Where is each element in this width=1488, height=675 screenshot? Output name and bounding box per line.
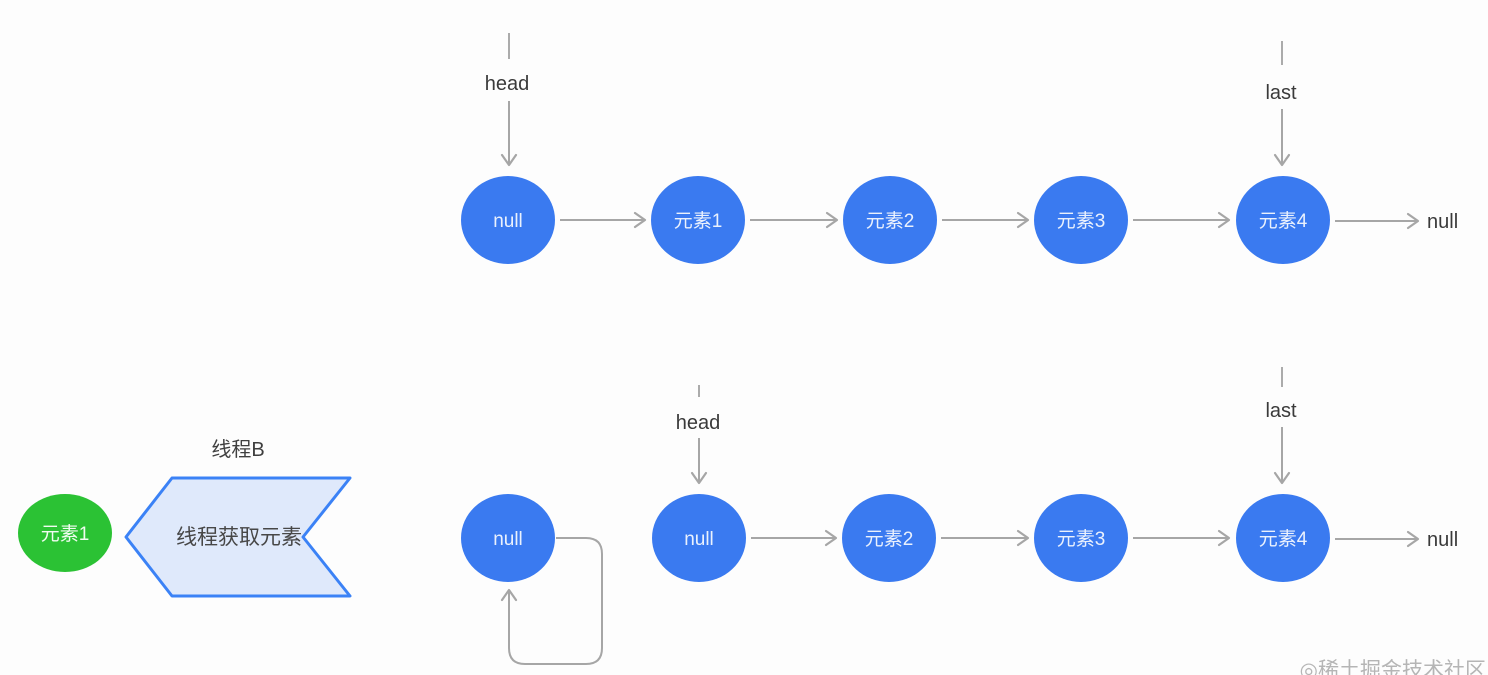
- node-label: 元素2: [866, 210, 915, 232]
- dequeued-element-node: [18, 494, 112, 572]
- last-pointer-label: last: [1265, 82, 1297, 104]
- thread-action-label: 线程获取元素: [176, 526, 302, 549]
- thread-chevron-shape: [124, 476, 352, 598]
- node-label: 元素4: [1259, 528, 1308, 550]
- node-label: 元素3: [1057, 528, 1106, 550]
- node-label: null: [493, 211, 523, 232]
- tail-null-label: null: [1427, 211, 1458, 233]
- node-element4: [1236, 494, 1330, 582]
- top-linked-list: head last null 元素1 元素2 元素3 元素4 null: [461, 33, 1458, 264]
- node-element2: [843, 176, 937, 264]
- node-null: [461, 176, 555, 264]
- head-null-node: [652, 494, 746, 582]
- node-label: 元素3: [1057, 210, 1106, 232]
- node-element4: [1236, 176, 1330, 264]
- head-pointer-label: head: [485, 73, 530, 95]
- watermark: ◎稀土掘金技术社区: [1300, 659, 1486, 675]
- self-loop-arrow-icon: [500, 537, 603, 665]
- thread-title-label: 线程B: [211, 438, 264, 461]
- node-label: null: [493, 529, 523, 550]
- node-label: 元素1: [674, 210, 723, 232]
- dequeued-element-label: 元素1: [41, 523, 90, 545]
- last-pointer-label: last: [1265, 400, 1297, 422]
- bottom-linked-list: null head last null 元素2 元素3 元素4 null: [461, 367, 1458, 665]
- node-element2: [842, 494, 936, 582]
- node-element1: [651, 176, 745, 264]
- thread-dequeue-group: 元素1 线程B 线程获取元素: [18, 438, 352, 598]
- node-label: null: [684, 529, 714, 550]
- node-element3: [1034, 176, 1128, 264]
- detached-null-node: [461, 494, 555, 582]
- head-pointer-label: head: [676, 412, 721, 434]
- tail-null-label: null: [1427, 529, 1458, 551]
- node-label: 元素4: [1259, 210, 1308, 232]
- node-element3: [1034, 494, 1128, 582]
- node-label: 元素2: [865, 528, 914, 550]
